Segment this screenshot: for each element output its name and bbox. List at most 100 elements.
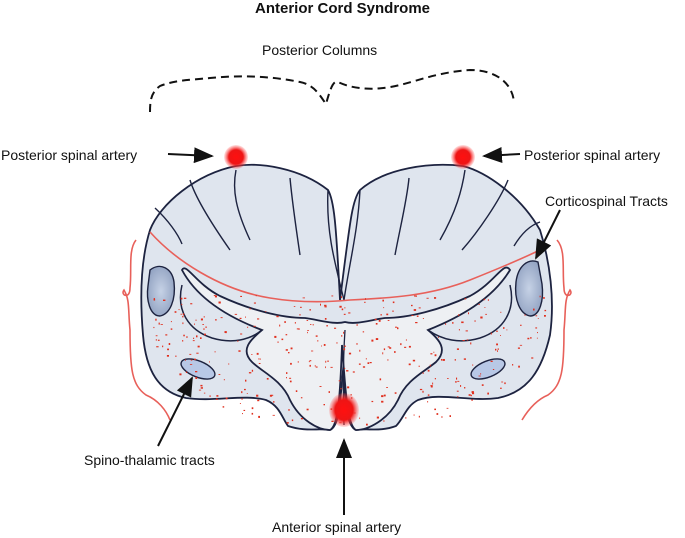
ischemia-dot [311,350,314,352]
ischemia-dot [441,359,443,361]
ischemia-dot [535,315,538,317]
ischemia-dot [285,334,288,336]
ischemia-dot [383,420,385,422]
ischemia-dot [307,331,308,334]
ischemia-dot [395,326,398,328]
ischemia-dot [251,369,254,372]
ischemia-dot [256,352,259,355]
ischemia-dot [518,365,520,368]
ischemia-dot [290,362,292,365]
ischemia-dot [181,303,183,306]
ischemia-dot [310,324,312,325]
ischemia-dot [183,297,187,299]
ischemia-dot [240,295,242,297]
spinothalamic-tract-right [470,358,506,380]
ischemia-dot [422,390,424,393]
ischemia-dot [324,306,327,308]
ischemia-dot [496,330,498,332]
ischemia-dot [155,335,158,337]
ischemia-dot [422,372,424,374]
ischemia-dot [326,325,328,327]
ischemia-dot [248,372,252,374]
ischemia-dot [203,328,205,330]
ischemia-dot [276,315,279,318]
ischemia-dot [239,403,241,404]
ischemia-dot [179,373,182,376]
ischemia-dot [348,352,352,355]
ischemia-dot [500,387,502,389]
ischemia-dot [419,388,423,391]
arrow-posterior-artery-right [482,147,521,163]
ischemia-dot [180,297,183,300]
right-lesion-brace [521,239,572,421]
gray-matter-lateral-horn-left [179,284,263,342]
ischemia-dot [239,317,242,319]
ischemia-dot [536,337,538,339]
ischemia-dot [436,413,439,415]
ischemia-dot [153,326,155,329]
ischemia-dot [312,324,314,326]
ischemia-dot [323,404,325,406]
ischemia-dot [455,381,457,383]
ischemia-dot [330,366,333,368]
ischemia-dot [293,306,296,307]
ischemia-dot [288,409,290,411]
ischemia-dot [347,386,350,389]
ischemia-dot [306,320,309,321]
ischemia-dot [195,377,198,379]
ischemia-dot [460,385,462,387]
ischemia-dot [348,312,351,314]
ischemia-dot [218,301,221,304]
ischemia-dot [343,331,345,334]
ischemia-dot [158,322,160,325]
ischemia-dot [251,412,254,415]
ischemia-dot [484,307,486,308]
ischemia-dot [190,359,193,361]
ischemia-dot [394,351,396,353]
ischemia-dot [284,321,286,323]
ischemia-dot [288,352,290,354]
ischemia-dot [496,343,498,346]
ischemia-dot [418,307,421,309]
ischemia-dot [193,337,195,339]
ischemia-dot [462,340,465,341]
ischemia-dot [487,299,489,301]
ischemia-dot [362,331,365,333]
ischemia-dot [240,333,243,335]
ischemia-dot [414,295,416,297]
ischemia-dot [383,394,386,397]
ischemia-dot [216,395,219,397]
ischemia-dot [182,316,184,318]
ischemia-dot [544,309,547,312]
ischemia-dot [478,375,481,377]
ischemia-dot [492,369,495,370]
ischemia-dot [441,416,443,418]
ischemia-dot [367,362,370,364]
ischemia-dot [418,365,420,367]
ischemia-dot [535,327,538,329]
ischemia-dot [344,307,346,309]
spinothalamic-tract-left [180,358,216,380]
ischemia-dot [433,351,435,353]
ischemia-dot [543,297,545,299]
ischemia-dot [167,348,169,351]
ischemia-dot [273,401,275,403]
ischemia-dot [294,322,296,324]
ischemia-dot [465,330,468,332]
ischemia-dot [194,358,196,361]
ischemia-dot [506,329,508,331]
ischemia-dot [463,358,466,360]
ischemia-dot [324,304,327,307]
diagram-title: Anterior Cord Syndrome [254,0,431,17]
ischemia-dot [405,339,407,341]
ischemia-dot [220,317,223,319]
ischemia-dot [185,371,188,373]
ischemia-dot [452,322,454,324]
ischemia-dot [259,358,261,360]
ischemia-dot [520,324,522,326]
ischemia-dot [245,316,246,318]
ischemia-dot [315,366,318,368]
ischemia-dot [328,391,330,393]
corticospinal-tract-right [514,260,544,317]
ischemia-dot [442,359,445,361]
